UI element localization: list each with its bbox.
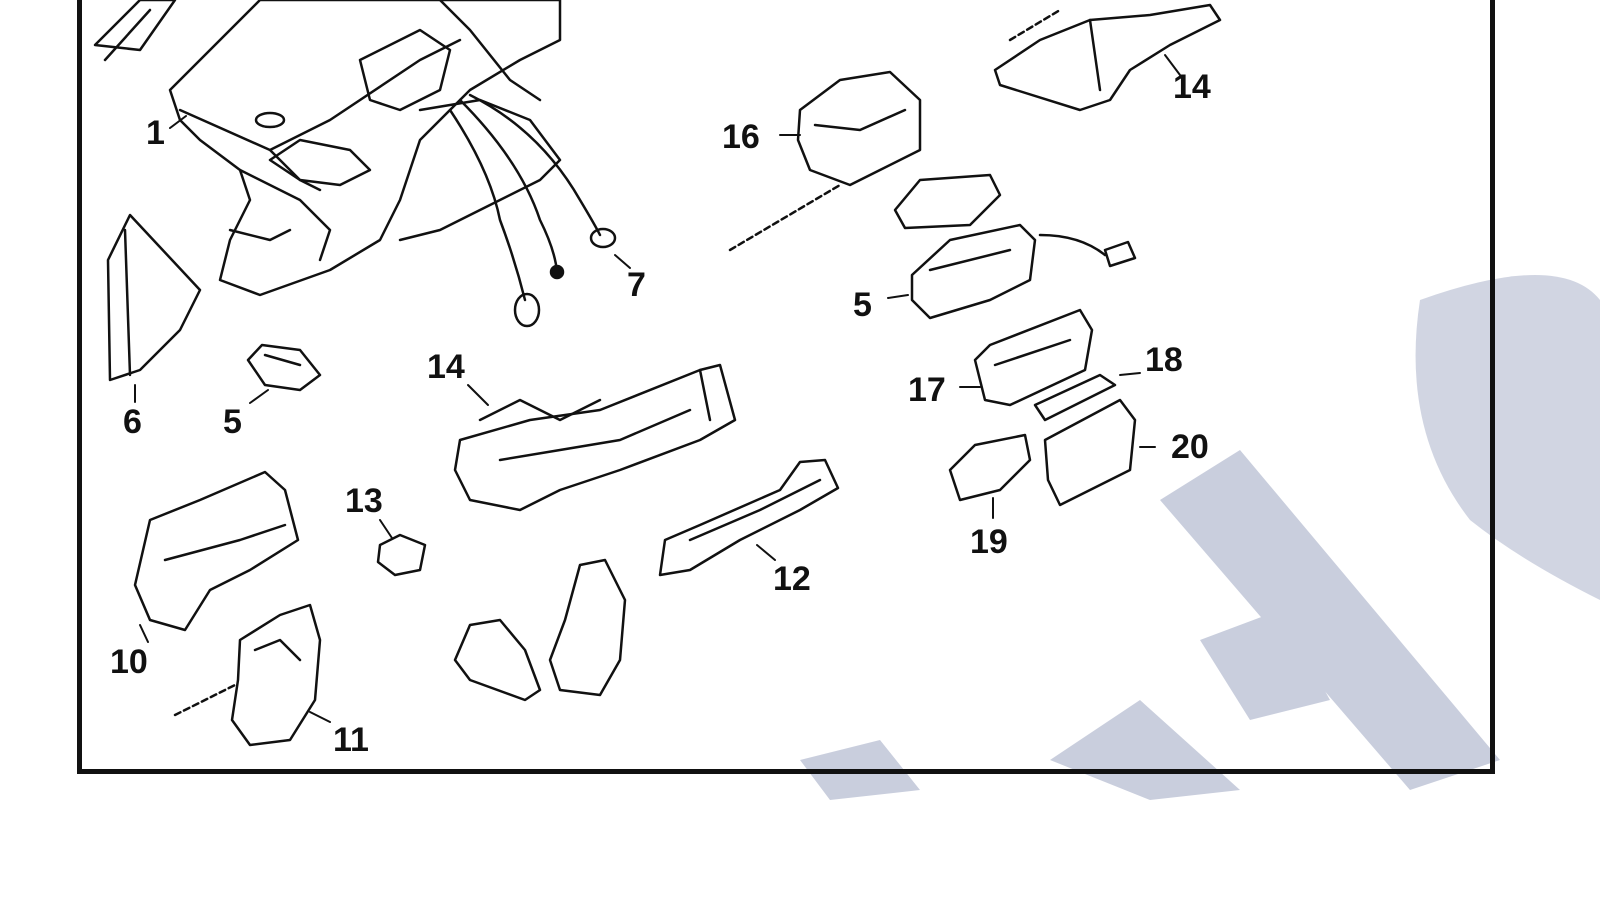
callout-5-right: 5 <box>853 286 872 324</box>
part-14-top-duct <box>993 3 1222 112</box>
part-5-radio <box>910 223 1037 320</box>
part-5-vent-small <box>246 343 322 392</box>
part-20-bezel <box>1043 398 1137 507</box>
callout-14-top: 14 <box>1173 68 1211 106</box>
part-10-hood <box>133 470 300 632</box>
part-17-panel <box>973 308 1094 407</box>
part-19-switch <box>948 433 1032 502</box>
callout-12: 12 <box>773 560 811 598</box>
part-13-switch <box>376 533 427 577</box>
callout-1: 1 <box>146 114 165 152</box>
part-18-strip <box>1033 373 1117 422</box>
callout-6: 6 <box>123 403 142 441</box>
part-11-cover <box>230 603 322 747</box>
callout-13: 13 <box>345 482 383 520</box>
callout-11: 11 <box>333 721 369 759</box>
part-6-trim <box>106 213 202 382</box>
callout-5-left: 5 <box>223 403 242 441</box>
callout-17: 17 <box>908 371 946 409</box>
callout-19: 19 <box>970 523 1008 561</box>
callout-20: 20 <box>1171 428 1209 466</box>
callout-18: 18 <box>1145 341 1183 379</box>
part-1-dashboard <box>93 0 562 297</box>
diagram-frame <box>77 0 1495 774</box>
part-tray <box>893 173 1002 230</box>
callout-10: 10 <box>110 643 148 681</box>
callout-16: 16 <box>722 118 760 156</box>
callout-14-center: 14 <box>427 348 465 386</box>
part-7-cables <box>448 93 617 328</box>
part-bracket-b <box>548 558 627 697</box>
part-16-vent <box>796 70 922 187</box>
callout-7: 7 <box>627 266 646 304</box>
part-12-tube <box>658 458 840 577</box>
part-bracket-a <box>453 618 542 702</box>
part-14-duct <box>453 363 737 512</box>
